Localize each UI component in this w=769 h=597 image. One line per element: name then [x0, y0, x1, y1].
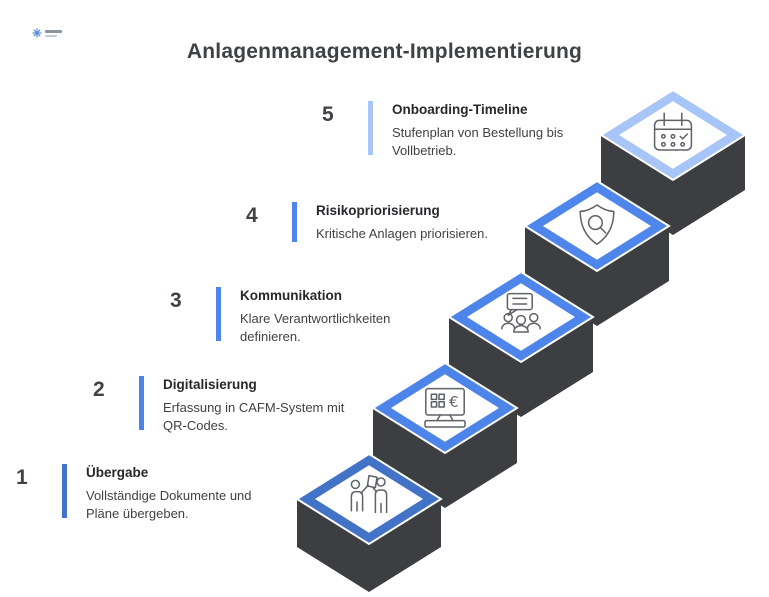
step-1-title: Übergabe	[86, 465, 149, 480]
shield-search-icon	[579, 204, 615, 245]
step-1-number: 1	[16, 466, 28, 489]
asterisk-logo-icon	[32, 28, 42, 38]
step-5-number: 5	[322, 103, 334, 126]
step-1-diamond-face	[315, 465, 423, 533]
step-5-label-block: 5 Onboarding-Timeline Stufenplan von Bes…	[322, 101, 592, 161]
step-4-number: 4	[246, 204, 258, 227]
page-title: Anlagenmanagement-Implementierung	[186, 40, 583, 63]
team-chat-icon	[501, 292, 541, 333]
step-4-diamond-face	[543, 192, 651, 260]
step-2-diamond-face	[391, 374, 499, 442]
step-2-title: Digitalisierung	[163, 377, 257, 392]
step-5-description: Stufenplan von Bestellung bis Vollbetrie…	[392, 125, 564, 159]
svg-text:€: €	[449, 393, 459, 411]
step-5-title: Onboarding-Timeline	[392, 102, 528, 117]
step-3-accent-bar	[216, 287, 221, 341]
step-1-label-block: 1 Übergabe Vollständige Dokumente und Pl…	[16, 464, 276, 524]
logo	[32, 28, 62, 38]
step-2-label-block: 2 Digitalisierung Erfassung in CAFM-Syst…	[93, 376, 363, 436]
step-3-label-block: 3 Kommunikation Klare Verantwortlichkeit…	[170, 287, 420, 347]
logo-wordmark	[45, 29, 62, 37]
step-1-accent-bar	[62, 464, 67, 518]
step-3-description: Klare Verantwortlichkeiten definieren.	[240, 311, 391, 345]
step-3-title: Kommunikation	[240, 288, 343, 303]
step-3-number: 3	[170, 289, 182, 312]
step-5-accent-bar	[368, 101, 373, 155]
handover-people-icon	[350, 474, 388, 514]
step-2-number: 2	[93, 378, 105, 401]
step-4-title: Risikopriorisierung	[316, 203, 440, 218]
step-2-description: Erfassung in CAFM-System mit QR-Codes.	[163, 400, 345, 434]
cafm-monitor-euro-icon: €	[424, 387, 466, 428]
step-4-description: Kritische Anlagen priorisieren.	[316, 226, 488, 241]
step-4-accent-bar	[292, 202, 297, 242]
step-2-accent-bar	[139, 376, 144, 430]
step-1-description: Vollständige Dokumente und Pläne übergeb…	[86, 488, 252, 522]
step-4-label-block: 4 Risikopriorisierung Kritische Anlagen …	[246, 202, 488, 243]
calendar-checklist-icon	[653, 112, 693, 151]
